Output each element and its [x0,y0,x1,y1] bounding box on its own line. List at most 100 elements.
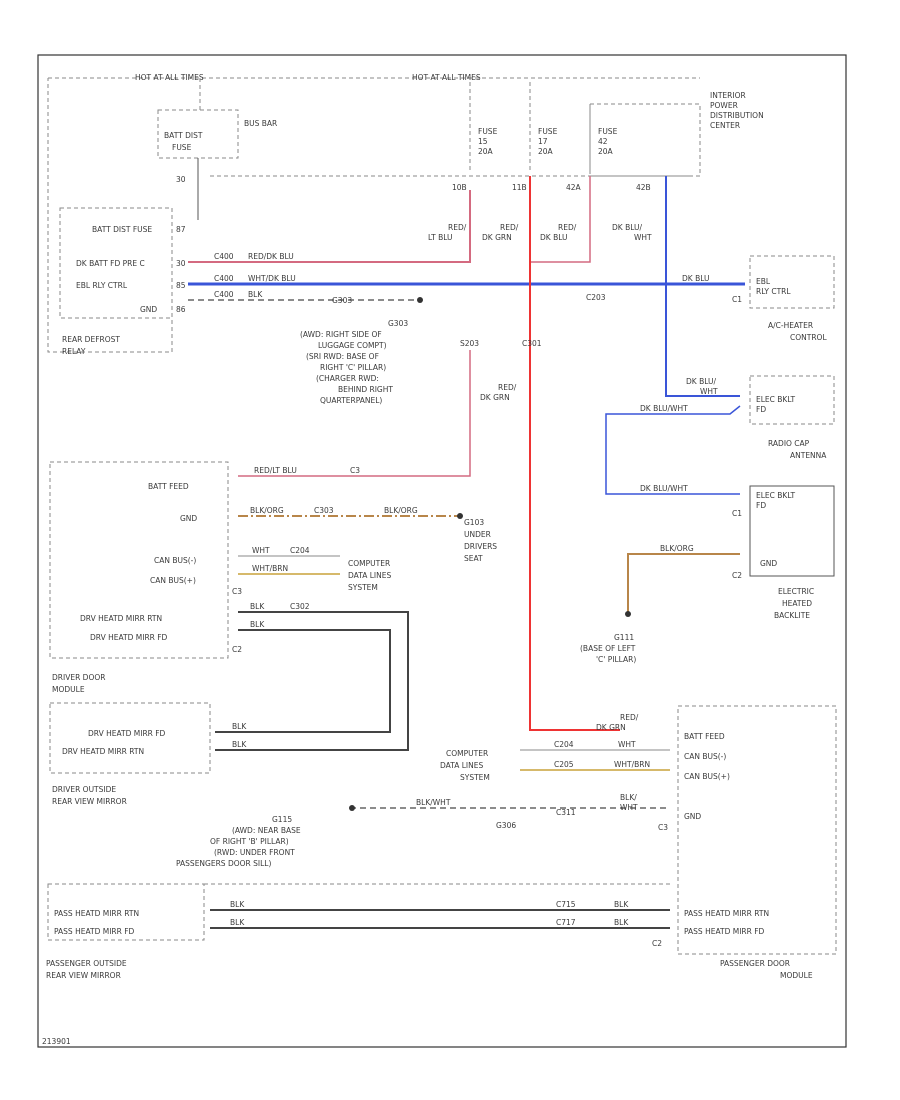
svg-text:BLK: BLK [250,602,265,611]
svg-text:CAN BUS(-): CAN BUS(-) [154,556,196,565]
ipdc-label-4: CENTER [710,121,740,130]
svg-text:DK BLU/WHT: DK BLU/WHT [640,404,688,413]
svg-text:42: 42 [598,137,608,146]
relay-pin-2: DK BATT FD PRE C [76,259,145,268]
svg-text:42A: 42A [566,183,582,192]
svg-text:C3: C3 [658,823,668,832]
svg-text:CAN BUS(+): CAN BUS(+) [150,576,196,585]
hvac-pin: EBL [756,277,771,286]
svg-text:DRV HEATD MIRR FD: DRV HEATD MIRR FD [90,633,168,642]
svg-text:BLK/: BLK/ [620,793,637,802]
svg-text:COMPUTER: COMPUTER [348,559,390,568]
svg-text:WHT: WHT [700,387,718,396]
svg-text:WHT: WHT [620,803,638,812]
svg-text:PASS HEATD MIRR RTN: PASS HEATD MIRR RTN [684,909,769,918]
svg-text:RADIO CAP: RADIO CAP [768,439,810,448]
svg-text:C400: C400 [214,274,234,283]
relay-pin-3: EBL RLY CTRL [76,281,128,290]
svg-text:G303: G303 [388,319,408,328]
splice-s203: S203 [460,339,479,348]
svg-text:(SRI RWD: BASE OF: (SRI RWD: BASE OF [306,352,379,361]
svg-text:C2: C2 [232,645,242,654]
svg-text:DK BLU/: DK BLU/ [686,377,717,386]
relay-label-1: REAR DEFROST [62,335,120,344]
svg-text:20A: 20A [538,147,554,156]
svg-text:(AWD: RIGHT SIDE OF: (AWD: RIGHT SIDE OF [300,330,382,339]
svg-text:SYSTEM: SYSTEM [460,773,490,782]
svg-text:PASS HEATD MIRR FD: PASS HEATD MIRR FD [684,927,765,936]
svg-text:C1: C1 [732,509,742,518]
svg-text:QUARTERPANEL): QUARTERPANEL) [320,396,382,405]
svg-text:ANTENNA: ANTENNA [790,451,827,460]
relay-pin-2-num: 30 [176,259,186,268]
svg-text:PASSENGERS DOOR SILL): PASSENGERS DOOR SILL) [176,859,271,868]
svg-text:DK BLU: DK BLU [540,233,568,242]
svg-text:17: 17 [538,137,548,146]
svg-text:DK BLU/WHT: DK BLU/WHT [640,484,688,493]
relay-pin-3-num: 85 [176,281,186,290]
svg-text:ELECTRIC: ELECTRIC [778,587,814,596]
svg-text:C3: C3 [232,587,242,596]
svg-text:DK GRN: DK GRN [482,233,512,242]
svg-text:DK BLU/: DK BLU/ [612,223,643,232]
svg-text:RED/: RED/ [620,713,639,722]
svg-text:15: 15 [478,137,488,146]
svg-text:C205: C205 [554,760,574,769]
svg-text:C2: C2 [652,939,662,948]
svg-text:LT BLU: LT BLU [428,233,453,242]
svg-text:FUSE: FUSE [478,127,498,136]
svg-text:20A: 20A [598,147,614,156]
ipdc-label-1: INTERIOR [710,91,746,100]
pin-bb: 30 [176,175,186,184]
svg-text:C204: C204 [554,740,574,749]
relay-label-2: RELAY [62,347,86,356]
svg-text:FUSE: FUSE [598,127,618,136]
svg-text:C302: C302 [290,602,310,611]
relay-pin-1-num: 87 [176,225,186,234]
svg-text:C303: C303 [314,506,334,515]
svg-text:RIGHT 'C' PILLAR): RIGHT 'C' PILLAR) [320,363,386,372]
svg-text:RED/LT BLU: RED/LT BLU [254,466,297,475]
svg-text:BLK: BLK [230,900,245,909]
svg-text:PASS HEATD MIRR RTN: PASS HEATD MIRR RTN [54,909,139,918]
svg-text:PASSENGER DOOR: PASSENGER DOOR [720,959,790,968]
ipdc-label-2: POWER [710,101,738,110]
svg-text:RED/DK BLU: RED/DK BLU [248,252,294,261]
svg-text:BLK: BLK [248,290,263,299]
svg-text:WHT/BRN: WHT/BRN [614,760,650,769]
hot-at-all-times-label-2: HOT AT ALL TIMES [412,73,481,82]
svg-text:DRV HEATD MIRR FD: DRV HEATD MIRR FD [88,729,166,738]
svg-text:FUSE: FUSE [538,127,558,136]
relay-pin-4: GND [140,305,157,314]
svg-text:COMPUTER: COMPUTER [446,749,488,758]
bus-bar-label: BUS BAR [244,119,277,128]
svg-text:(BASE OF LEFT: (BASE OF LEFT [580,644,636,653]
hot-at-all-times-label-1: HOT AT ALL TIMES [135,73,204,82]
svg-text:RED/: RED/ [498,383,517,392]
footer-code: 213901 [42,1037,71,1046]
svg-text:BLK/ORG: BLK/ORG [384,506,418,515]
svg-text:BLK/WHT: BLK/WHT [416,798,451,807]
svg-text:GND: GND [760,559,777,568]
svg-text:BLK: BLK [614,900,629,909]
svg-text:PASS HEATD MIRR FD: PASS HEATD MIRR FD [54,927,135,936]
relay-pin-4-num: 86 [176,305,186,314]
fuse-17: FUSE 17 20A 11B [512,82,558,192]
svg-text:(RWD: UNDER FRONT: (RWD: UNDER FRONT [214,848,295,857]
svg-text:C204: C204 [290,546,310,555]
svg-text:SYSTEM: SYSTEM [348,583,378,592]
svg-text:BLK: BLK [614,918,629,927]
svg-text:PASSENGER OUTSIDE: PASSENGER OUTSIDE [46,959,127,968]
svg-text:LUGGAGE COMPT): LUGGAGE COMPT) [318,341,387,350]
svg-text:BATT FEED: BATT FEED [684,732,725,741]
svg-text:RED/: RED/ [558,223,577,232]
hvac-module-1: A/C-HEATER [768,321,813,330]
g303-label: G303 [332,296,352,305]
svg-text:UNDER: UNDER [464,530,491,539]
svg-text:BEHIND RIGHT: BEHIND RIGHT [338,385,393,394]
svg-text:MODULE: MODULE [52,685,85,694]
svg-text:ELEC BKLT: ELEC BKLT [756,491,795,500]
svg-text:DRIVER OUTSIDE: DRIVER OUTSIDE [52,785,116,794]
pin-42b: 42B [636,183,651,192]
